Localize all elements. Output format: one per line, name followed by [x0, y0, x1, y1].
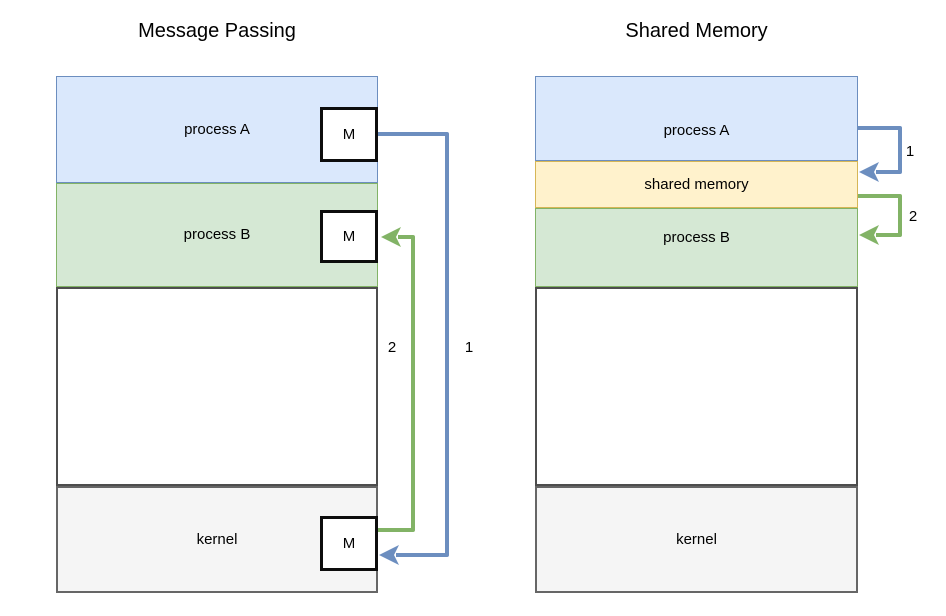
mp-process-b-message-label: M [342, 228, 356, 245]
message-passing-title: Message Passing [138, 20, 296, 42]
sm-shared-memory-label: shared memory [644, 175, 749, 193]
sm-arrow-2-green [858, 194, 902, 245]
sm-arrow-2-label: 2 [908, 208, 918, 225]
sm-process-b-label: process B [663, 229, 730, 246]
mp-process-a-message-label: M [342, 126, 356, 143]
sm-kernel-band: kernel [535, 486, 858, 593]
mp-arrow-2-green [378, 227, 415, 532]
mp-kernel-message-box: M [320, 516, 378, 571]
sm-kernel-label: kernel [676, 530, 717, 548]
sm-arrow-1-blue [858, 126, 902, 182]
sm-process-a-label: process A [663, 122, 730, 139]
mp-arrow-1-label: 1 [464, 339, 474, 356]
mp-kernel-label: kernel [196, 530, 238, 548]
shared-memory-title: Shared Memory [625, 20, 768, 42]
mp-process-b-message-box: M [320, 210, 378, 263]
sm-arrow-1-label: 1 [905, 143, 915, 160]
mp-empty-band [56, 287, 378, 486]
sm-process-b-band: process B [535, 208, 858, 287]
mp-arrow-2-label: 2 [387, 339, 397, 356]
sm-empty-band [535, 287, 858, 486]
sm-shared-memory-band: shared memory [535, 161, 858, 208]
mp-process-a-label: process A [184, 120, 250, 138]
mp-process-b-label: process B [183, 226, 251, 243]
mp-kernel-message-label: M [342, 535, 356, 552]
mp-process-a-message-box: M [320, 107, 378, 162]
sm-process-a-band: process A [535, 76, 858, 161]
